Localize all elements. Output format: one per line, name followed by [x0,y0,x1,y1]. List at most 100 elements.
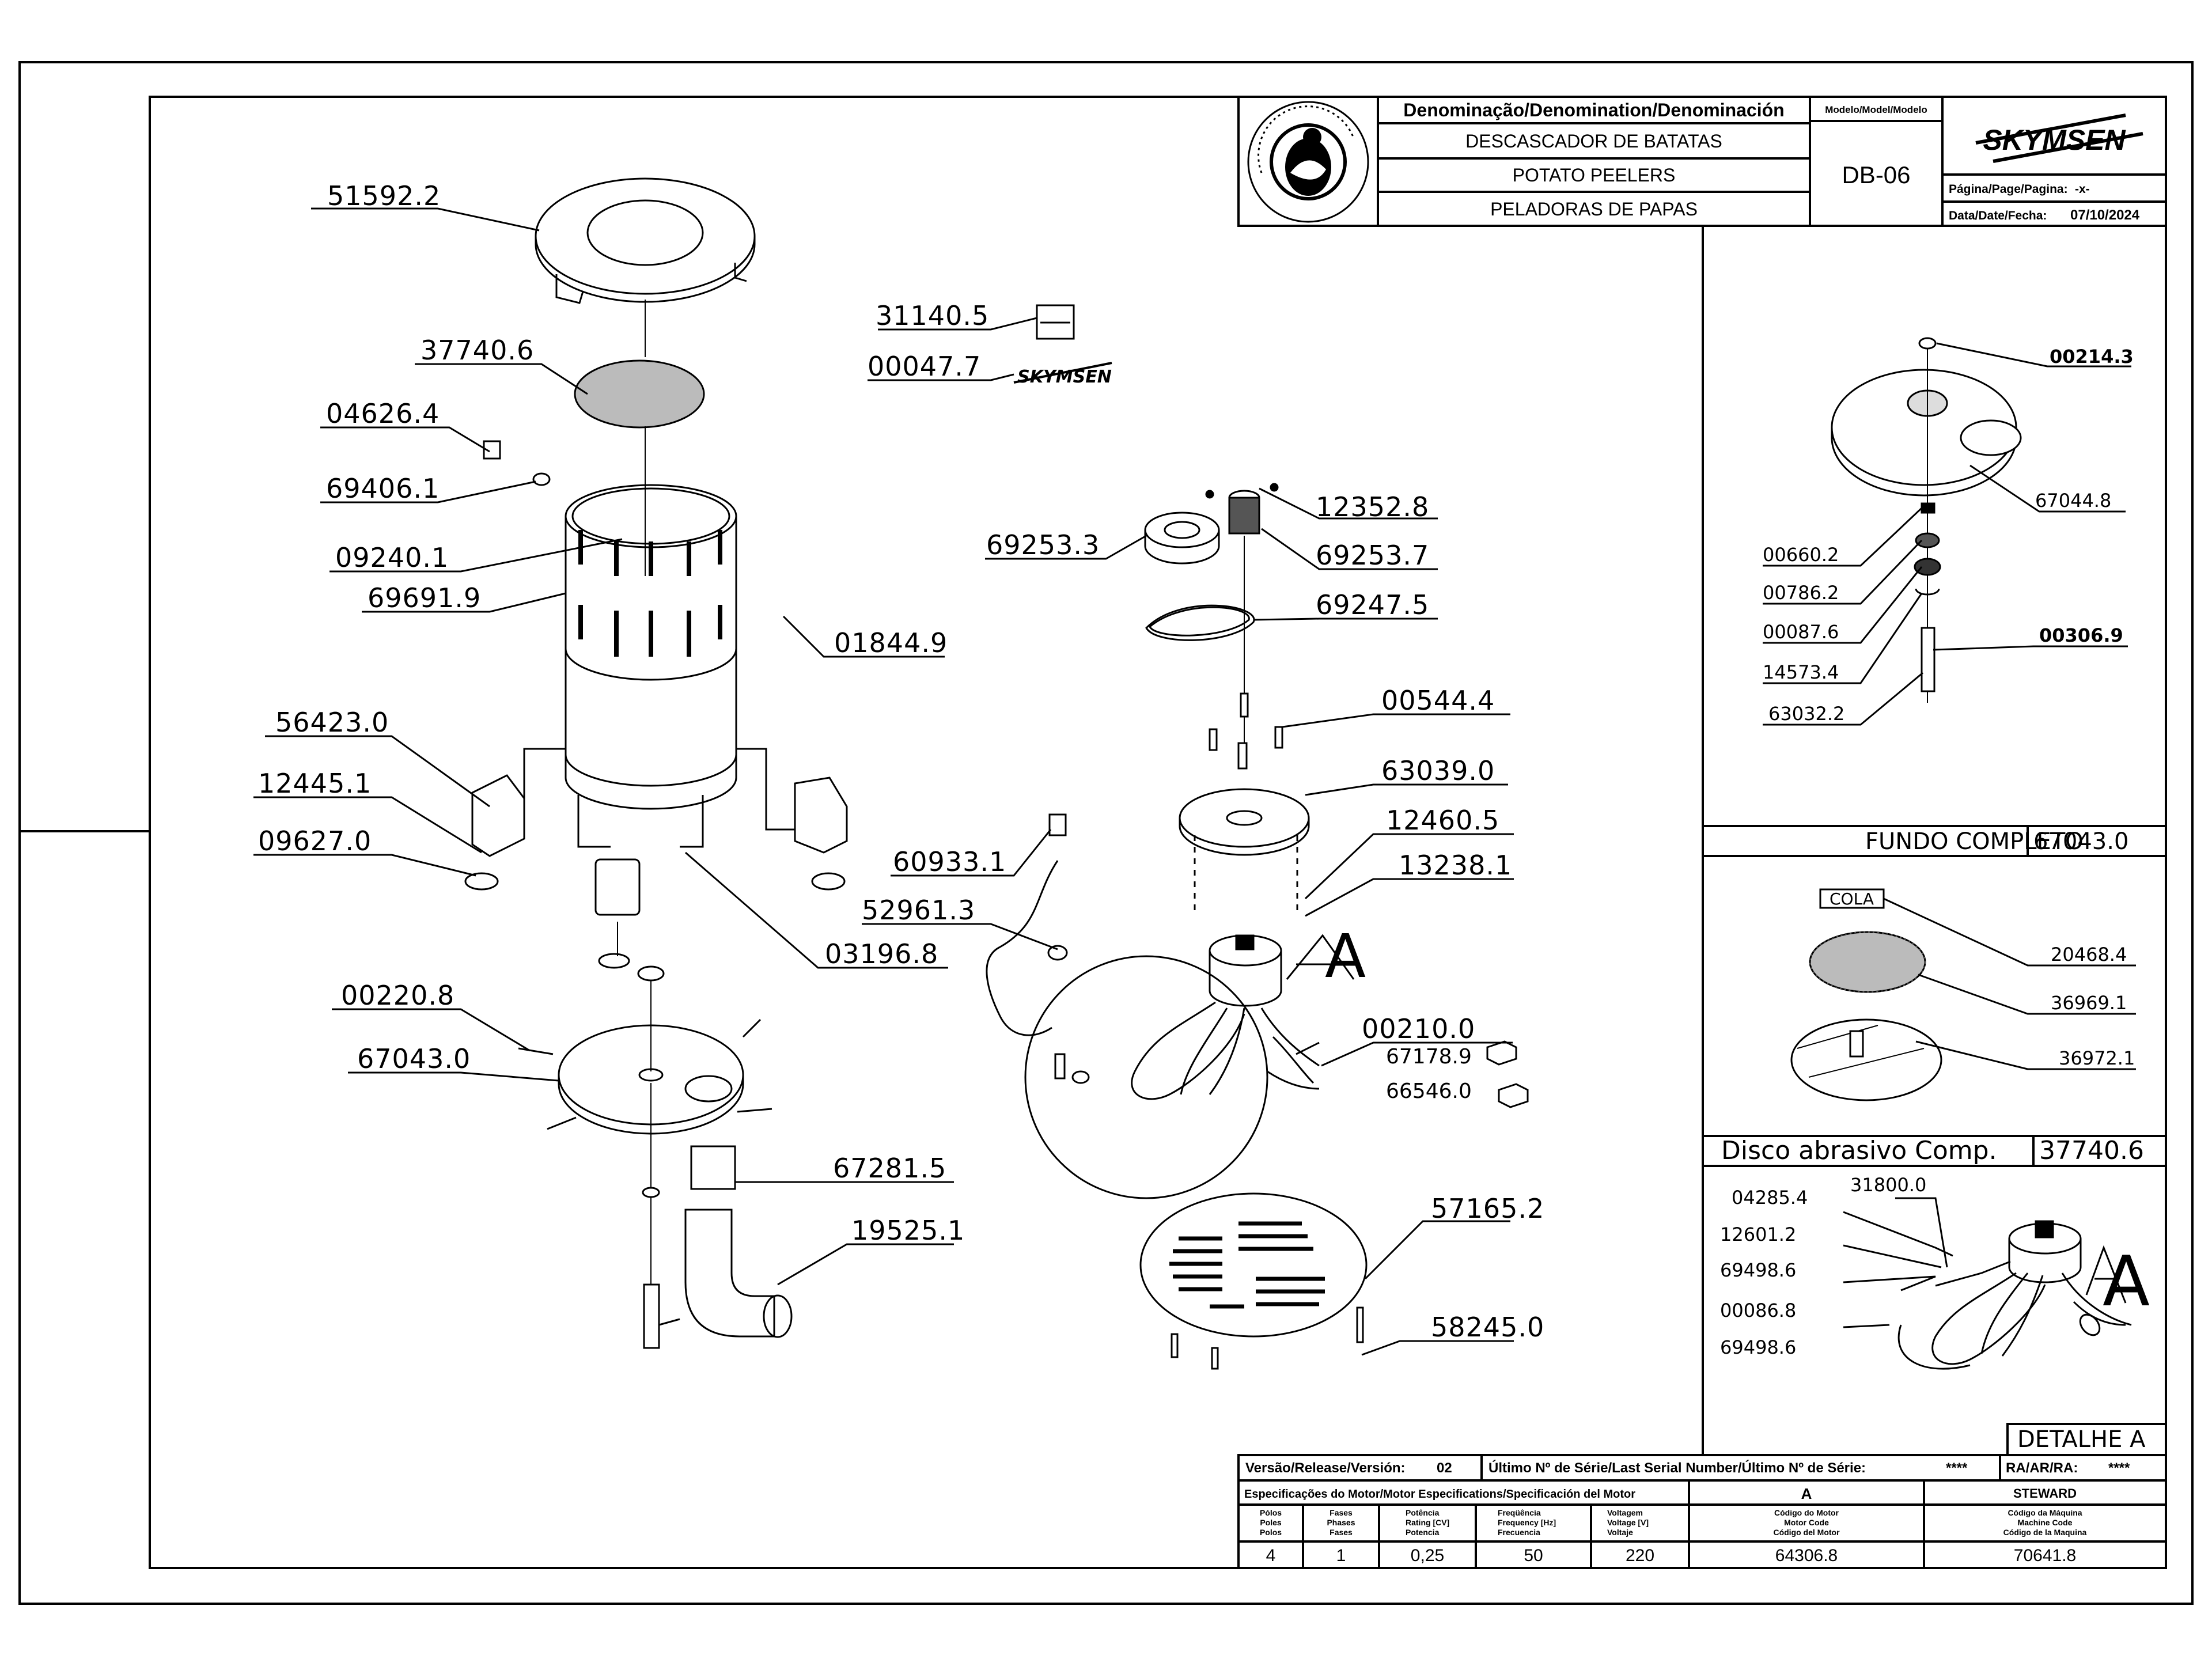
authorized-service-seal [1247,101,1369,223]
ra-value: **** [2108,1460,2130,1476]
caption-detalhe-a: DETALHE A [2017,1426,2146,1453]
part-label: 52961.3 [862,895,975,926]
col-header: Código da Máquina [2008,1508,2082,1517]
part-label: 00660.2 [1763,544,1839,566]
column-headers: Pólos Poles Polos Fases Phases Fases Pot… [1260,1508,2087,1537]
part-label: 69253.3 [986,529,1100,560]
part-label: 00544.4 [1381,685,1495,716]
value-motor-code: 64306.8 [1775,1546,1838,1565]
col-header: Voltaje [1607,1528,1633,1537]
detail-callout-letter: A [1325,921,1366,991]
value-frequency: 50 [1524,1546,1543,1565]
model-value: DB-06 [1842,161,1910,188]
part-label: 12460.5 [1386,805,1499,836]
col-header: Voltagem [1607,1508,1643,1517]
value-rating: 0,25 [1411,1546,1444,1565]
part-label: 31140.5 [876,300,989,331]
part-label: 58245.0 [1431,1312,1544,1343]
col-header: Machine Code [2018,1518,2073,1527]
part-label: 60933.1 [893,846,1006,877]
part-label: 67281.5 [833,1153,946,1184]
col-header: Poles [1260,1518,1282,1527]
part-label: 67043.0 [357,1043,471,1074]
small-brand-logo: SKYMSEN [1017,367,1112,387]
part-label: 09627.0 [258,825,372,857]
motor-letter: A [1801,1485,1812,1502]
brand-name: SKYMSEN [1983,124,2126,156]
page-value: -x- [2075,183,2090,196]
part-label: 69498.6 [1720,1336,1796,1358]
model-header: Modelo/Model/Modelo [1825,104,1927,115]
part-label: 20468.4 [2051,944,2127,965]
panel-disco-abrasivo: COLA 20468.4 36969.1 36972.1 Disco abras… [1721,888,2144,1165]
col-header: Código de la Maquina [2003,1528,2087,1537]
denomination-header: Denominação/Denomination/Denominación [1403,100,1784,120]
col-header: Fases [1330,1508,1353,1517]
part-label: 12601.2 [1720,1224,1796,1245]
grid-plate-assembly [1139,1192,1514,1370]
page-label: Página/Page/Pagina: [1949,183,2068,196]
col-header: Código del Motor [1773,1528,1840,1537]
version-label: Versão/Release/Versión: [1245,1460,1406,1476]
part-label: 00210.0 [1362,1013,1475,1044]
part-label: 00214.3 [2050,346,2134,368]
col-header: Frequency [Hz] [1498,1518,1556,1527]
col-header: Phases [1327,1518,1355,1527]
part-label: 00087.6 [1763,621,1839,643]
col-header: Rating [CV] [1406,1518,1449,1527]
part-label: 63039.0 [1381,755,1495,786]
name-en: POTATO PEELERS [1513,165,1676,185]
part-label: 69247.5 [1316,589,1429,620]
part-label: 00786.2 [1763,582,1839,604]
detail-letter: A [2103,1242,2150,1322]
part-label: 03196.8 [825,938,938,969]
ra-label: RA/AR/RA: [2006,1460,2078,1476]
cola-box-label: COLA [1830,889,1874,908]
panel-fundo-completo: 00214.3 67044.8 00660.2 00786.2 00087.6 … [1763,337,2134,855]
part-label: 00220.8 [341,980,454,1011]
part-label: 69253.7 [1316,540,1429,571]
value-poles: 4 [1266,1546,1276,1565]
serial-label: Último Nº de Série/Last Serial Number/Úl… [1488,1460,1866,1476]
label-sticker-group: SKYMSEN [868,304,1112,387]
part-label: 04626.4 [326,398,440,429]
footer-table: Versão/Release/Versión: 02 Último Nº de … [1237,1454,2167,1569]
name-es: PELADORAS DE PAPAS [1490,199,1698,219]
part-label: 31800.0 [1850,1174,1926,1196]
part-label: 57165.2 [1431,1193,1544,1224]
brand-logo: SKYMSEN [1975,113,2143,163]
part-label: 01844.9 [834,627,948,658]
part-label: 19525.1 [851,1215,965,1246]
date-value: 07/10/2024 [2070,207,2140,223]
part-label: 36969.1 [2051,992,2127,1014]
part-label: 12352.8 [1316,491,1429,522]
part-label: 00306.9 [2039,624,2123,646]
col-header: Fases [1330,1528,1353,1537]
caption-fundo-completo: FUNDO COMPLETO [1865,828,2084,855]
part-label: 56423.0 [275,707,389,738]
main-assembly [253,177,954,1349]
center-assembly [862,483,1529,1199]
col-header: Potência [1406,1508,1440,1517]
part-label: 69498.6 [1720,1259,1796,1281]
col-header: Polos [1260,1528,1282,1537]
right-panels-frame [1702,226,2166,1455]
motor-brand: STEWARD [2013,1486,2077,1501]
version-value: 02 [1437,1460,1452,1476]
part-label: 69406.1 [326,473,440,504]
center-assembly-labels: 12352.8 69253.7 69253.3 69247.5 00544.4 … [862,491,1512,1103]
serial-value: **** [1946,1460,1968,1476]
part-label: 67044.8 [2035,490,2111,512]
col-header: Freqüência [1498,1508,1541,1517]
col-header: Motor Code [1784,1518,1829,1527]
part-label: 37740.6 [421,335,534,366]
part-label: 12445.1 [258,768,372,799]
col-header: Frecuencia [1498,1528,1540,1537]
name-pt: DESCASCADOR DE BATATAS [1465,131,1722,151]
part-label: 00086.8 [1720,1300,1796,1321]
part-label: 69691.9 [368,582,481,613]
title-block: Denominação/Denomination/Denominación DE… [1237,96,2167,227]
caption-disco-abrasivo: Disco abrasivo Comp. [1721,1136,1997,1165]
value-phases: 1 [1336,1546,1346,1565]
